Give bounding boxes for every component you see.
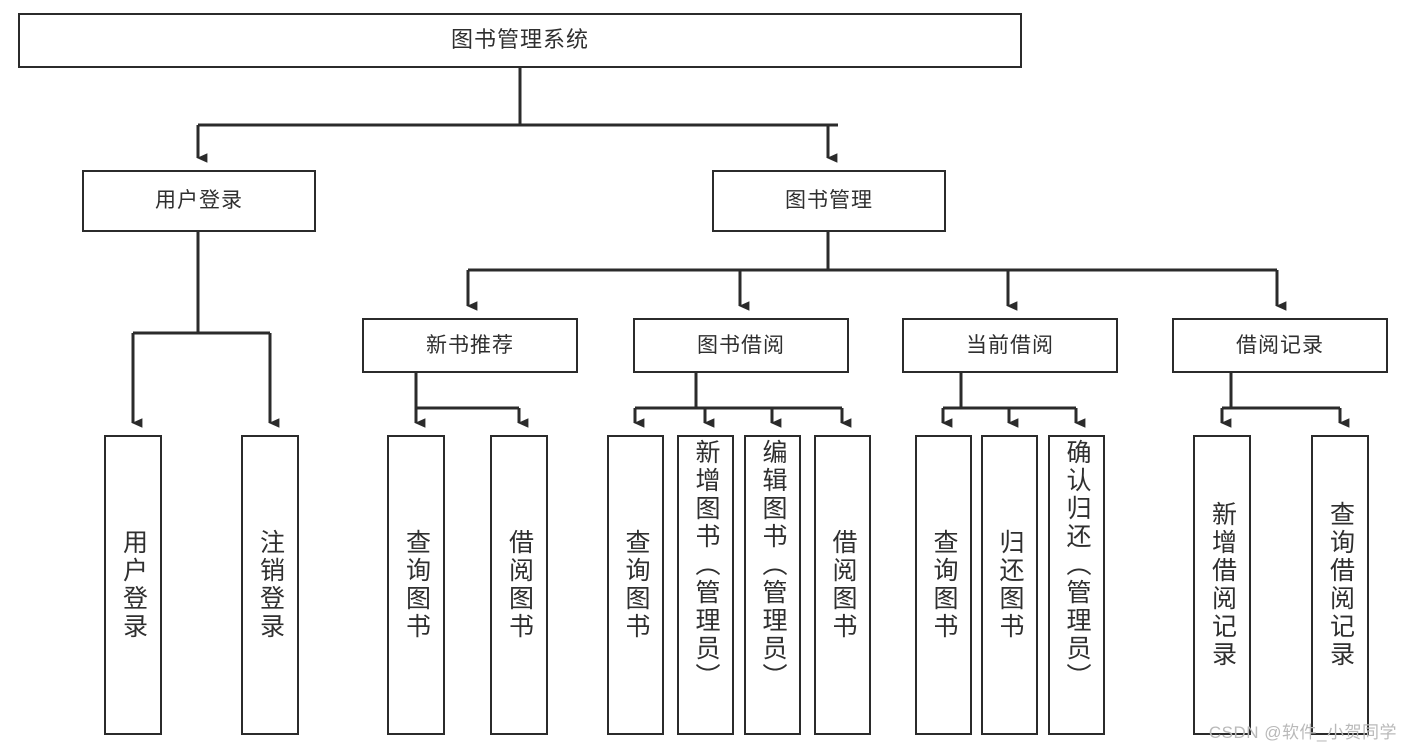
- watermark: CSDN @软件_小贺同学: [1208, 723, 1397, 742]
- node-label: 查询图书: [622, 529, 650, 641]
- node-leaf-confirm-return[interactable]: 确认归还（管理员）: [1048, 435, 1105, 735]
- node-label: 查询图书: [402, 529, 431, 641]
- node-borrow-record[interactable]: 借阅记录: [1172, 318, 1388, 373]
- node-label: 确认归还（管理员）: [1063, 439, 1091, 691]
- node-label: 查询借阅记录: [1326, 501, 1355, 669]
- node-label: 用户登录: [155, 189, 243, 213]
- node-new-book-recommend[interactable]: 新书推荐: [362, 318, 578, 373]
- node-leaf-user-login[interactable]: 用户登录: [104, 435, 162, 735]
- node-current-borrow[interactable]: 当前借阅: [902, 318, 1118, 373]
- node-leaf-return-book[interactable]: 归还图书: [981, 435, 1038, 735]
- node-label: 查询图书: [930, 529, 958, 641]
- node-root[interactable]: 图书管理系统: [18, 13, 1022, 68]
- node-leaf-borrow-book-2[interactable]: 借阅图书: [814, 435, 871, 735]
- node-leaf-borrow-book-1[interactable]: 借阅图书: [490, 435, 548, 735]
- node-leaf-edit-book[interactable]: 编辑图书（管理员）: [744, 435, 801, 735]
- node-label: 用户登录: [119, 529, 148, 641]
- node-label: 借阅记录: [1236, 333, 1324, 357]
- node-leaf-logout[interactable]: 注销登录: [241, 435, 299, 735]
- node-leaf-add-record[interactable]: 新增借阅记录: [1193, 435, 1251, 735]
- node-label: 编辑图书（管理员）: [759, 439, 787, 691]
- node-label: 图书借阅: [697, 333, 785, 357]
- node-label: 新增图书（管理员）: [692, 439, 720, 691]
- node-leaf-query-record[interactable]: 查询借阅记录: [1311, 435, 1369, 735]
- node-label: 图书管理: [785, 189, 873, 213]
- node-label: 归还图书: [996, 529, 1024, 641]
- node-label: 注销登录: [256, 529, 285, 641]
- node-leaf-query-book-3[interactable]: 查询图书: [915, 435, 972, 735]
- node-label: 借阅图书: [829, 529, 857, 641]
- node-user-login[interactable]: 用户登录: [82, 170, 316, 232]
- node-leaf-add-book[interactable]: 新增图书（管理员）: [677, 435, 734, 735]
- node-leaf-query-book-2[interactable]: 查询图书: [607, 435, 664, 735]
- node-label: 当前借阅: [966, 333, 1054, 357]
- node-label: 新书推荐: [426, 333, 514, 357]
- node-book-manage[interactable]: 图书管理: [712, 170, 946, 232]
- node-leaf-query-book-1[interactable]: 查询图书: [387, 435, 445, 735]
- node-book-borrow[interactable]: 图书借阅: [633, 318, 849, 373]
- node-label: 借阅图书: [505, 529, 534, 641]
- node-label: 图书管理系统: [450, 27, 589, 53]
- node-label: 新增借阅记录: [1208, 501, 1237, 669]
